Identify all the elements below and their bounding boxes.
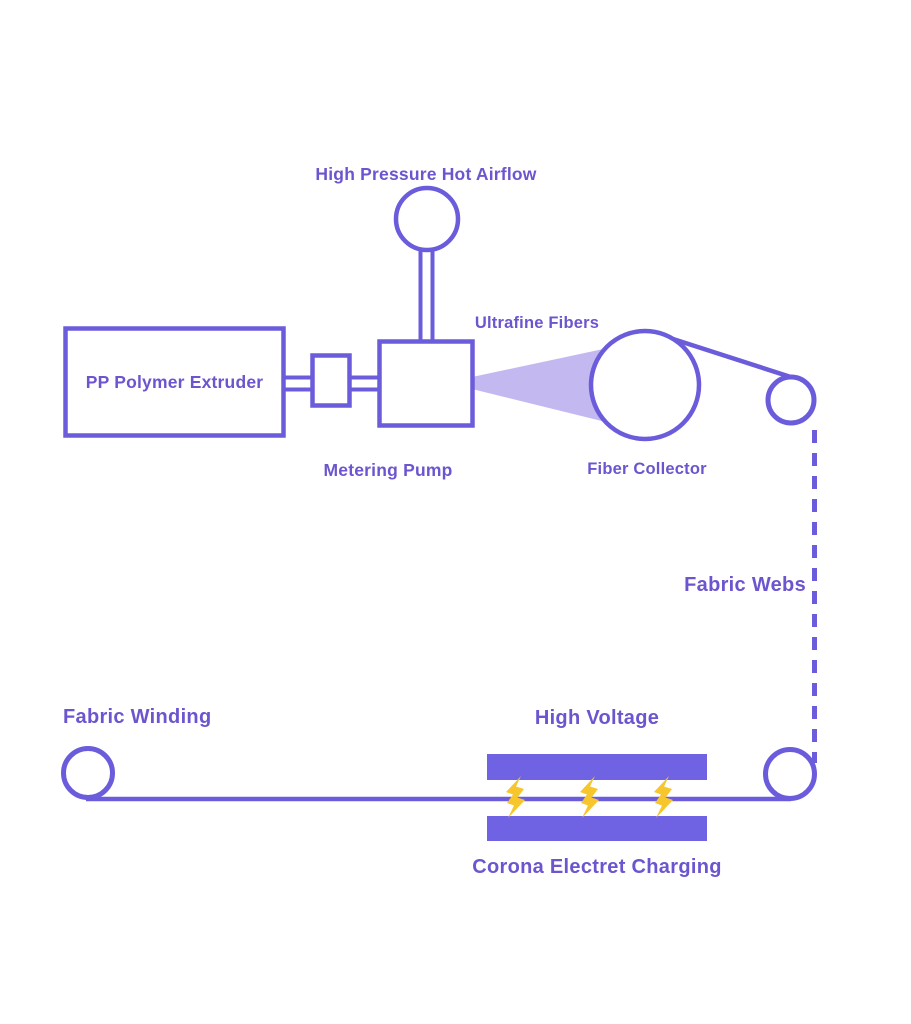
guide-roller-top	[765, 374, 817, 426]
fiber-spray-cone	[472, 345, 622, 426]
winding-roller	[61, 746, 115, 800]
label-pp-polymer-extruder: PP Polymer Extruder	[85, 371, 264, 392]
hot-airflow-circle	[393, 185, 461, 253]
extruder-box	[63, 326, 286, 438]
label-fiber-collector: Fiber Collector	[587, 460, 707, 478]
spinneret-die-box	[377, 339, 475, 428]
metering-pump-box	[310, 353, 352, 408]
label-fabric-webs: Fabric Webs	[684, 574, 806, 596]
fiber-collector-drum	[588, 328, 702, 442]
label-high-pressure-hot-airflow: High Pressure Hot Airflow	[315, 164, 537, 184]
electrode-bar-top	[487, 754, 707, 780]
electrode-bar-bottom	[487, 816, 707, 841]
label-corona-electret-charging: Corona Electret Charging	[472, 856, 722, 878]
guide-roller-bottom	[763, 747, 817, 801]
label-fabric-winding: Fabric Winding	[63, 706, 212, 728]
web-tangent-line	[672, 336, 798, 382]
label-high-voltage: High Voltage	[534, 707, 660, 729]
label-ultrafine-fibers: Ultrafine Fibers	[474, 314, 600, 332]
label-metering-pump: Metering Pump	[323, 460, 453, 480]
